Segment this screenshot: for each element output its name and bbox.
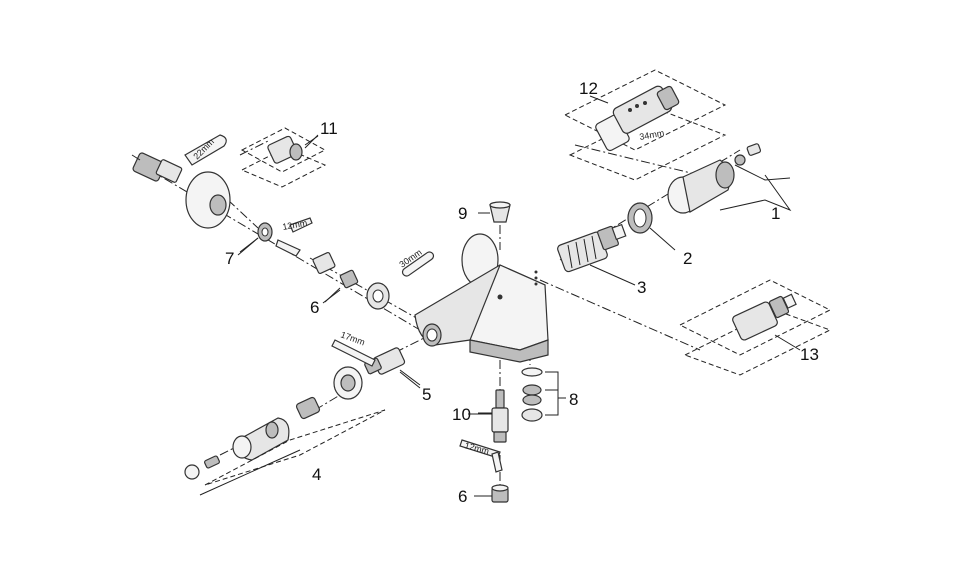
part-7-washer bbox=[239, 222, 273, 253]
part-11-box bbox=[240, 127, 327, 188]
wrench-label-34mm: 34mm bbox=[639, 128, 665, 142]
mixer-body bbox=[414, 233, 549, 363]
part-2-ring bbox=[627, 202, 676, 251]
callout-12: 12 bbox=[579, 79, 598, 98]
part-9-cap bbox=[478, 201, 511, 223]
callout-6-left: 6 bbox=[310, 298, 319, 317]
bottom-wrench-and-union bbox=[459, 439, 509, 503]
leader-lines bbox=[237, 95, 609, 415]
callout-labels: 1 2 3 4 5 6 6 7 8 9 10 11 12 13 bbox=[225, 79, 819, 506]
part-1-handle bbox=[667, 143, 792, 214]
part-5-fitting bbox=[331, 339, 421, 386]
part-13-box bbox=[678, 279, 832, 376]
callout-2: 2 bbox=[683, 249, 692, 268]
part-6-union-left bbox=[312, 252, 390, 310]
part-8-seals bbox=[521, 367, 566, 422]
callout-11: 11 bbox=[320, 119, 338, 138]
part-12-box bbox=[563, 69, 727, 181]
callout-10: 10 bbox=[452, 405, 471, 424]
callout-8: 8 bbox=[569, 390, 578, 409]
callout-3: 3 bbox=[637, 278, 646, 297]
part-3-cartridge bbox=[557, 223, 636, 286]
wrench-label-12mm-left: 12mm bbox=[282, 218, 308, 232]
left-inlet-fittings bbox=[131, 134, 435, 277]
part-10-spindle bbox=[478, 389, 509, 443]
callout-13: 13 bbox=[800, 345, 819, 364]
callout-1: 1 bbox=[771, 204, 780, 223]
callout-6-bottom: 6 bbox=[458, 487, 467, 506]
callout-5: 5 bbox=[422, 385, 431, 404]
wrench-label-12mm-bottom: 12mm bbox=[463, 440, 490, 456]
wrench-size-labels: 22mm 12mm 30mm 17mm 34mm 12mm bbox=[191, 128, 665, 457]
callout-4: 4 bbox=[312, 465, 321, 484]
callout-7: 7 bbox=[225, 249, 234, 268]
part-4-handle-group bbox=[184, 366, 386, 496]
callout-9: 9 bbox=[458, 204, 467, 223]
